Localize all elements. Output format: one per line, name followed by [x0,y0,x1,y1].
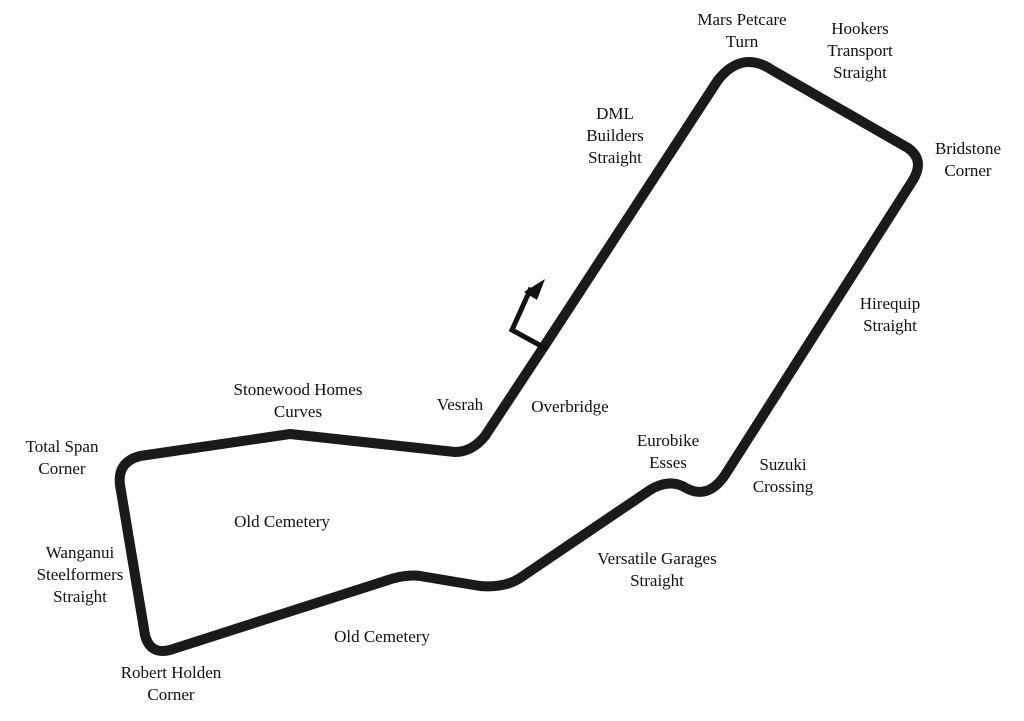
label-hookers-transport-straight: Hookers Transport Straight [827,19,893,82]
start-arrow-head [524,279,545,300]
label-stonewood-homes-curves: Stonewood Homes Curves [233,380,363,421]
label-mars-petcare-turn: Mars Petcare Turn [697,10,787,51]
label-robert-holden-corner: Robert Holden Corner [120,663,222,704]
label-suzuki-crossing: Suzuki Crossing [752,455,814,496]
label-hirequip-straight: Hirequip Straight [859,294,921,335]
label-old-cemetery-inner: Old Cemetery [234,512,330,531]
label-eurobike-esses: Eurobike Esses [636,431,700,472]
label-vesrah: Vesrah [436,395,484,414]
label-dml-builders-straight: DML Builders Straight [586,104,644,167]
label-bridstone-corner: Bridstone Corner [934,139,1002,180]
label-overbridge: Overbridge [531,397,609,416]
label-total-span-corner: Total Span Corner [25,437,99,478]
label-versatile-garages-straight: Versatile Garages Straight [597,549,717,590]
start-direction-arrow [508,286,549,352]
label-wanganui-steelformers-straight: Wanganui Steelformers Straight [36,543,124,606]
track-outline [114,57,923,656]
label-old-cemetery-bottom: Old Cemetery [334,627,430,646]
